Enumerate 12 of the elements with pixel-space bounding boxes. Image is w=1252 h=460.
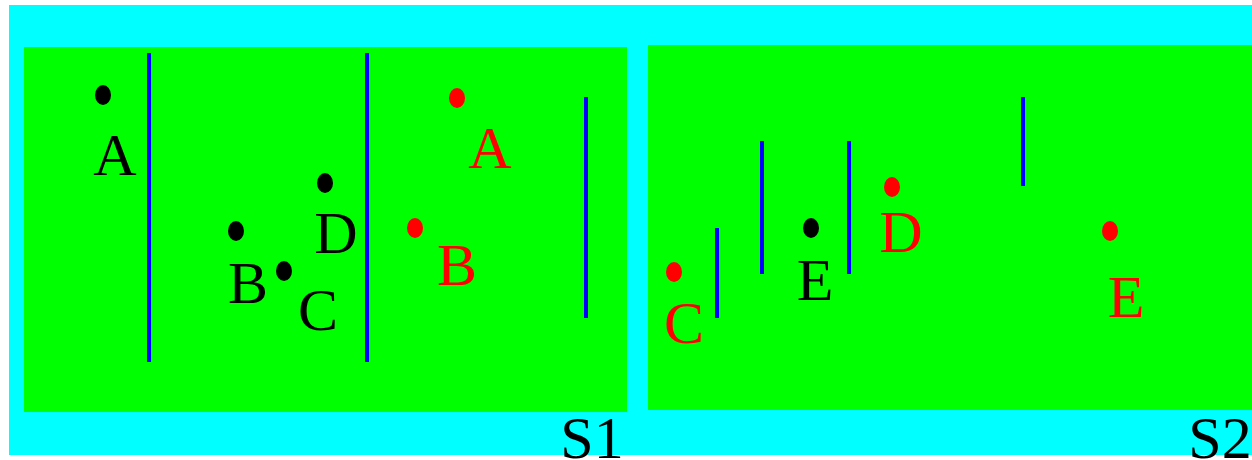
point-label: E bbox=[796, 250, 834, 310]
point-label: E bbox=[1107, 267, 1145, 327]
point-label: A bbox=[468, 118, 512, 178]
point-label: C bbox=[664, 293, 704, 353]
point-label: C bbox=[298, 280, 338, 340]
point-label: D bbox=[314, 203, 358, 263]
panel-label: S2 bbox=[1188, 408, 1252, 460]
point-label: D bbox=[879, 202, 923, 262]
panel-label: S1 bbox=[560, 408, 624, 460]
point-label: B bbox=[437, 235, 477, 295]
point-label: A bbox=[93, 125, 137, 185]
point-label: B bbox=[228, 253, 268, 313]
